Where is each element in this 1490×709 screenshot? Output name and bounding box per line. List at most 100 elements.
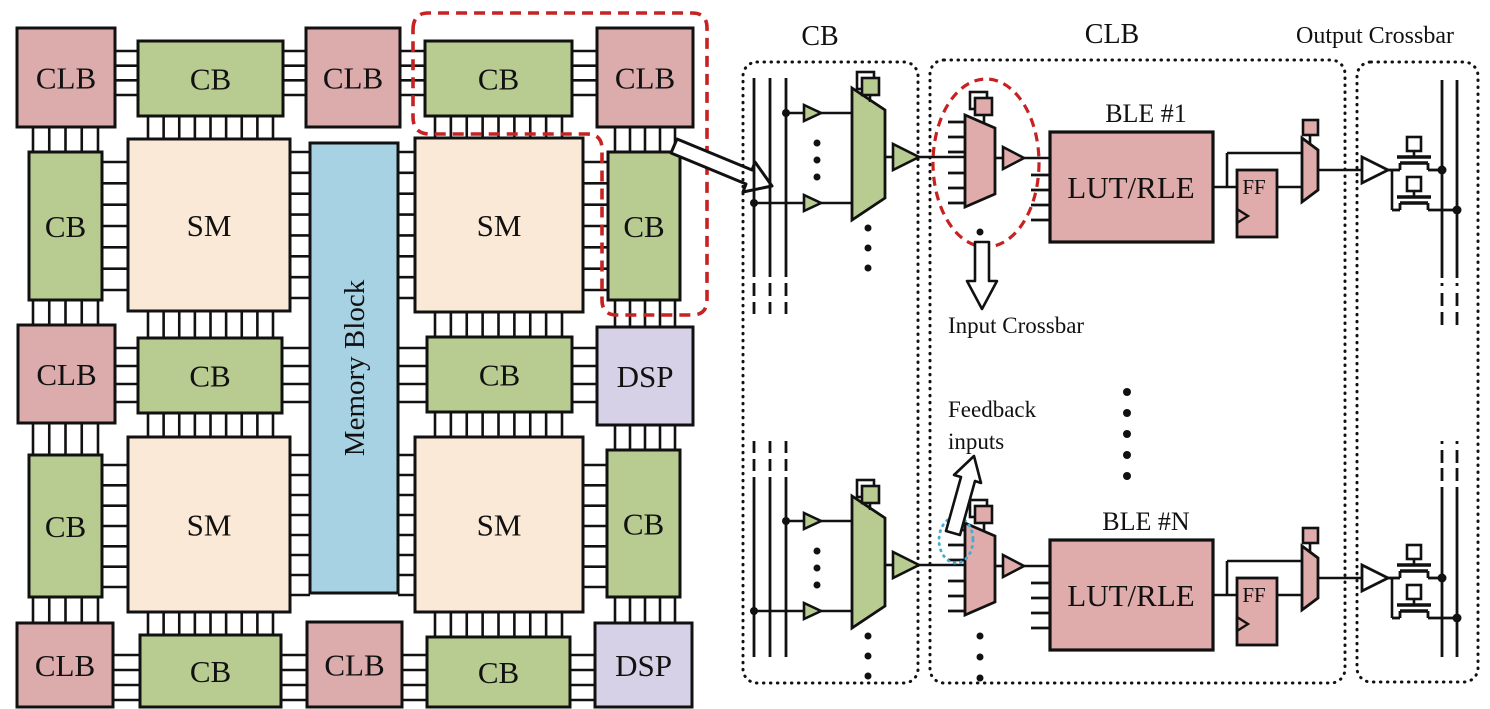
ellipsis-dot xyxy=(1123,472,1131,480)
ff-label: FF xyxy=(1242,583,1265,607)
connection-dot xyxy=(1452,205,1462,215)
section-label-clb: CLB xyxy=(1085,19,1139,50)
lut-block xyxy=(1048,538,1215,652)
input-crossbar-mux-icon xyxy=(963,520,997,618)
fabric-block-sm xyxy=(413,435,585,614)
sram-cell-icon xyxy=(973,96,994,117)
block-label: CB xyxy=(478,62,519,97)
output-crossbar-box xyxy=(1355,60,1480,684)
block-label: CB xyxy=(45,209,86,244)
ellipsis-dot xyxy=(813,547,821,555)
block-label: Memory Block xyxy=(339,279,371,456)
block-label: SM xyxy=(477,208,522,243)
block-label: CB xyxy=(623,507,664,542)
ellipsis-dot xyxy=(864,264,872,272)
fabric-block-cb xyxy=(605,448,682,599)
fabric-block-sm xyxy=(126,137,292,313)
fabric-block-clb xyxy=(305,620,404,709)
input-crossbar-mux-icon xyxy=(963,112,997,210)
output-buffer-icon xyxy=(1360,562,1392,594)
pass-transistor-gate-square xyxy=(1405,135,1423,153)
fabric-block-cb xyxy=(425,335,574,414)
buffer-icon xyxy=(891,141,922,173)
block-label: DSP xyxy=(617,359,674,394)
fabric-block-cb xyxy=(136,39,285,118)
ellipsis-dot xyxy=(813,139,821,147)
pass-transistor-gate-square xyxy=(1405,583,1423,601)
block-label: CB xyxy=(478,655,519,690)
block-label: CLB xyxy=(323,61,383,96)
ble-output-mux-icon xyxy=(1300,135,1320,205)
fabric-block-clb xyxy=(15,621,115,709)
block-label: CB xyxy=(190,62,231,97)
block-label: CB xyxy=(189,359,230,394)
ellipsis-dot xyxy=(976,228,984,236)
zoom-arrow xyxy=(669,137,774,194)
feedback-arrow xyxy=(944,454,983,537)
block-label: CB xyxy=(479,358,520,393)
ellipsis-dot xyxy=(864,632,872,640)
input-crossbar-arrow xyxy=(965,240,999,311)
fabric-block-cb xyxy=(138,633,283,709)
fabric-block-clb xyxy=(304,26,402,129)
ff-block xyxy=(1235,168,1279,239)
ff-label: FF xyxy=(1242,175,1265,199)
ellipsis-dot xyxy=(864,244,872,252)
feedback-label-line1: Feedback xyxy=(948,397,1037,422)
ble-label: BLE #N xyxy=(1102,507,1190,536)
sram-cell-icon xyxy=(973,504,994,525)
ellipsis-dot xyxy=(976,632,984,640)
ellipsis-dot xyxy=(864,672,872,680)
ble-label: BLE #1 xyxy=(1105,99,1187,128)
buffer-icon xyxy=(891,549,922,581)
block-label: CLB xyxy=(615,61,675,96)
lut-label: LUT/RLE xyxy=(1067,578,1194,613)
fabric-block-dsp xyxy=(593,621,694,709)
fabric-block-cb xyxy=(425,635,572,709)
routing-mux-icon xyxy=(850,85,887,223)
output-buffer-icon xyxy=(1360,154,1392,186)
feedback-highlight-ellipse xyxy=(937,515,975,565)
fabric-block-dsp xyxy=(595,325,695,427)
block-label: SM xyxy=(187,208,232,243)
buffer-icon xyxy=(802,510,825,532)
block-label: CLB xyxy=(36,357,96,392)
pass-transistor-gate-square xyxy=(1405,543,1423,561)
ellipsis-dot xyxy=(1123,451,1131,459)
ellipsis-dot xyxy=(976,653,984,661)
routing-mux-icon xyxy=(850,493,887,631)
block-label: CB xyxy=(190,654,231,689)
connection-dot xyxy=(1437,165,1447,175)
section-label-output-crossbar: Output Crossbar xyxy=(1296,23,1454,49)
ellipsis-dot xyxy=(864,224,872,232)
ellipsis-dot xyxy=(976,674,984,682)
ellipsis-dot xyxy=(1123,409,1131,417)
block-label: CB xyxy=(623,209,664,244)
fabric-block-sm xyxy=(126,435,292,614)
block-label: CLB xyxy=(35,648,95,683)
buffer-icon xyxy=(802,600,825,622)
buffer-icon xyxy=(802,192,825,214)
fabric-block-clb xyxy=(15,26,117,129)
block-label: DSP xyxy=(615,648,672,683)
ellipsis-dot xyxy=(864,652,872,660)
sram-cell-icon xyxy=(860,76,881,97)
connection-dot xyxy=(1437,573,1447,583)
block-label: SM xyxy=(477,508,522,543)
fabric-block-clb xyxy=(16,323,117,425)
ellipsis-dot xyxy=(1123,388,1131,396)
buffer-icon xyxy=(1001,144,1027,172)
ellipsis-dot xyxy=(1123,430,1131,438)
fabric-block-cb xyxy=(27,453,104,599)
sram-cell-icon xyxy=(860,484,881,505)
block-label: CB xyxy=(45,509,86,544)
section-label-cb: CB xyxy=(801,21,838,52)
fabric-block-cb xyxy=(606,150,682,302)
lut-label: LUT/RLE xyxy=(1067,170,1194,205)
ff-clock-icon xyxy=(1235,614,1251,634)
tile-highlight-outline xyxy=(411,11,709,317)
block-label: CLB xyxy=(324,648,384,683)
